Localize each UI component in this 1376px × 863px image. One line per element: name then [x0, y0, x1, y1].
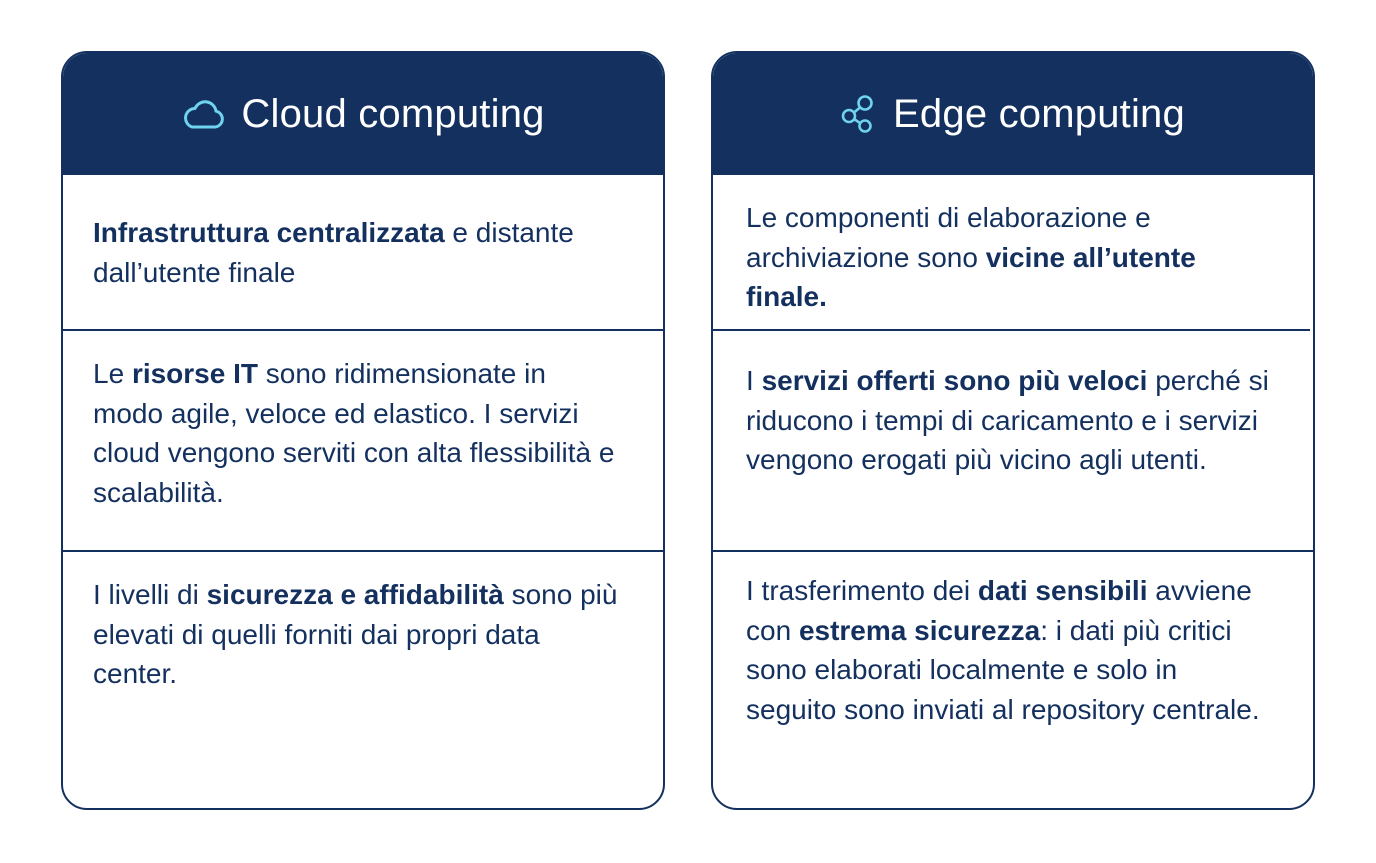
section-divider [713, 329, 1310, 331]
section-divider [63, 550, 663, 552]
edge-computing-card: Edge computing Le componenti di elaboraz… [711, 51, 1315, 810]
section-text: e distante dall’utente finale [93, 217, 574, 288]
card-title: Edge computing [893, 91, 1185, 136]
section-text: Le [93, 358, 132, 389]
card-section: I trasferimento dei dati sensibili avvie… [713, 571, 1313, 729]
cloud-computing-card: Cloud computing Infrastruttura centraliz… [61, 51, 665, 810]
section-text-bold: dati sensibili [977, 575, 1148, 606]
card-section: Infrastruttura centralizzata e distante … [63, 213, 663, 292]
network-nodes-icon [841, 94, 877, 134]
section-divider [63, 329, 663, 331]
section-text: Le componenti di elaborazione e archivia… [746, 202, 1151, 273]
section-text: avviene con [746, 575, 1252, 646]
card-section: I servizi offerti sono più veloci perché… [713, 361, 1313, 480]
card-section: I livelli di sicurezza e affidabilità so… [63, 575, 663, 694]
section-divider [713, 550, 1313, 552]
section-text-bold: estrema sicurezza [798, 614, 1041, 646]
cloud-icon [181, 99, 225, 129]
section-text: sono più elevati di quelli forniti dai p… [93, 579, 618, 689]
section-text: I livelli di [93, 579, 207, 610]
card-section: Le risorse IT sono ridimensionate in mod… [63, 354, 663, 512]
section-text: I trasferimento dei [746, 575, 978, 606]
section-text-bold: risorse IT [131, 358, 258, 389]
section-text: : i dati più critici sono elaborati loca… [746, 614, 1260, 725]
section-text-bold: vicine all’utente finale. [746, 241, 1196, 313]
section-text-bold: Infrastruttura centralizzata [93, 217, 445, 248]
section-text: I [746, 365, 762, 396]
card-section: Le componenti di elaborazione e archivia… [713, 198, 1313, 317]
card-header: Edge computing [713, 53, 1313, 175]
card-header: Cloud computing [63, 53, 663, 175]
section-text-bold: sicurezza e affidabilità [206, 579, 504, 610]
section-text: sono ridimensionate in modo agile, veloc… [93, 358, 615, 508]
card-title: Cloud computing [241, 91, 545, 136]
section-text-bold: servizi offerti sono più veloci [761, 365, 1148, 396]
section-text: perché si riducono i tempi di caricament… [746, 365, 1269, 475]
